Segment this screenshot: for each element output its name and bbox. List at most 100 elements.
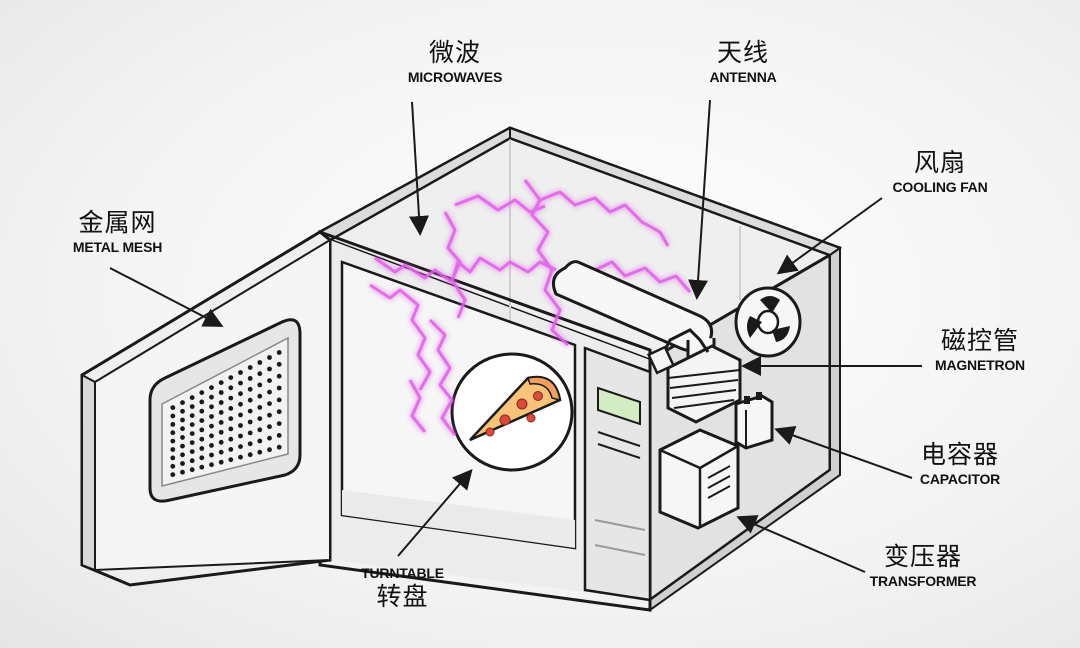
mesh-dot [228,416,234,421]
arrow-antenna [688,99,711,300]
mesh-dot [276,421,282,426]
mesh-dot [228,395,234,401]
label-microwaves: 微波 MICROWAVES [395,38,515,86]
label-turntable-en: TURNTABLE [361,565,444,581]
mesh-dot [267,435,272,441]
mesh-dot [257,360,263,365]
arrow-capacitor [774,425,913,479]
mesh-dot [247,365,253,370]
capacitor [734,392,774,450]
mesh-dot [189,431,195,436]
mesh-dot [257,416,263,421]
mesh-dot [238,423,243,428]
label-transformer: 变压器 TRANSFORMER [862,542,984,590]
mesh-dot [180,408,185,414]
arrow-cooling-fan [776,197,883,275]
mesh-dot [218,429,224,435]
label-antenna-en: ANTENNA [709,69,777,85]
mesh-dot [218,449,224,455]
mesh-dot [228,375,234,380]
label-transformer-zh: 变压器 [883,542,962,571]
mesh-dot [209,462,214,468]
mesh-dot [209,443,214,448]
mesh-dot [199,390,205,395]
mesh-dot [199,418,205,423]
mesh-dot [189,395,195,400]
mesh-dot [199,427,205,433]
mesh-dot [218,390,224,395]
mesh-dot [267,412,272,418]
mesh-dot [238,380,243,386]
mesh-dot [257,382,263,388]
mesh-dot [228,426,234,432]
mesh-dot [180,400,185,405]
transformer [658,428,740,530]
mesh-dot [267,401,272,406]
mesh-dot [276,350,282,355]
label-metal-mesh-en: METAL MESH [72,239,163,255]
mesh-dot [247,376,253,381]
mesh-dot [170,463,176,469]
mesh-dot [276,373,282,379]
mesh-dot [170,422,176,427]
mesh-dot [238,391,243,397]
mesh-dot [276,444,282,450]
mesh-dot [170,447,176,452]
mesh-dot [189,413,195,418]
label-cooling-fan: 风扇 COOLING FAN [880,148,1000,196]
label-antenna: 天线 ANTENNA [688,38,798,86]
mesh-dot [218,459,224,465]
mesh-dot [199,446,205,451]
mesh-dot [276,397,282,403]
label-metal-mesh-zh: 金属网 [78,208,157,237]
mesh-dot [170,430,176,436]
mesh-dot [180,426,185,432]
mesh-dot [267,378,272,383]
mesh-dot [267,355,272,360]
label-turntable-zh: 转盘 [376,582,429,611]
mesh-dot [218,400,224,405]
pizza-slice [469,375,562,442]
label-metal-mesh: 金属网 METAL MESH [55,208,180,256]
mesh-dot [209,385,214,390]
mesh-dot [218,420,224,425]
mesh-dot [247,408,253,414]
mesh-dot [209,452,214,458]
mesh-dot [238,370,243,375]
mesh-dot [267,366,272,372]
mesh-dot [276,409,282,415]
mesh-dot [247,397,253,403]
mesh-dot [189,467,195,473]
mesh-dot [228,406,234,411]
label-capacitor-zh: 电容器 [920,440,999,469]
mesh-dot [170,413,176,419]
mesh-dot [228,447,234,452]
mesh-dot [257,449,263,455]
mesh-dot [180,469,185,475]
mesh-dot [267,389,272,395]
pointer-arrows [109,99,922,573]
mesh-dot [257,405,263,410]
mesh-dot [228,457,234,463]
label-turntable: TURNTABLE 转盘 [350,564,455,612]
mesh-dot [189,458,195,464]
label-capacitor-en: CAPACITOR [919,471,1001,487]
mesh-dot [238,412,243,418]
mesh-dot [257,438,263,444]
label-magnetron-en: MAGNETRON [935,357,1025,373]
mesh-dot [170,405,176,410]
microwave-door [80,230,332,587]
mesh-dot [247,430,253,436]
label-cooling-fan-zh: 风扇 [913,148,966,177]
mesh-dot [267,424,272,430]
mesh-dot [238,454,243,460]
mesh-dot [257,371,263,377]
mesh-dot [238,433,243,439]
arrow-transformer [736,515,866,573]
label-magnetron-zh: 磁控管 [940,326,1019,355]
label-capacitor: 电容器 CAPACITOR [905,440,1015,488]
mesh-dot [189,404,195,409]
microwave-body [318,126,843,612]
mesh-dot [247,452,253,458]
